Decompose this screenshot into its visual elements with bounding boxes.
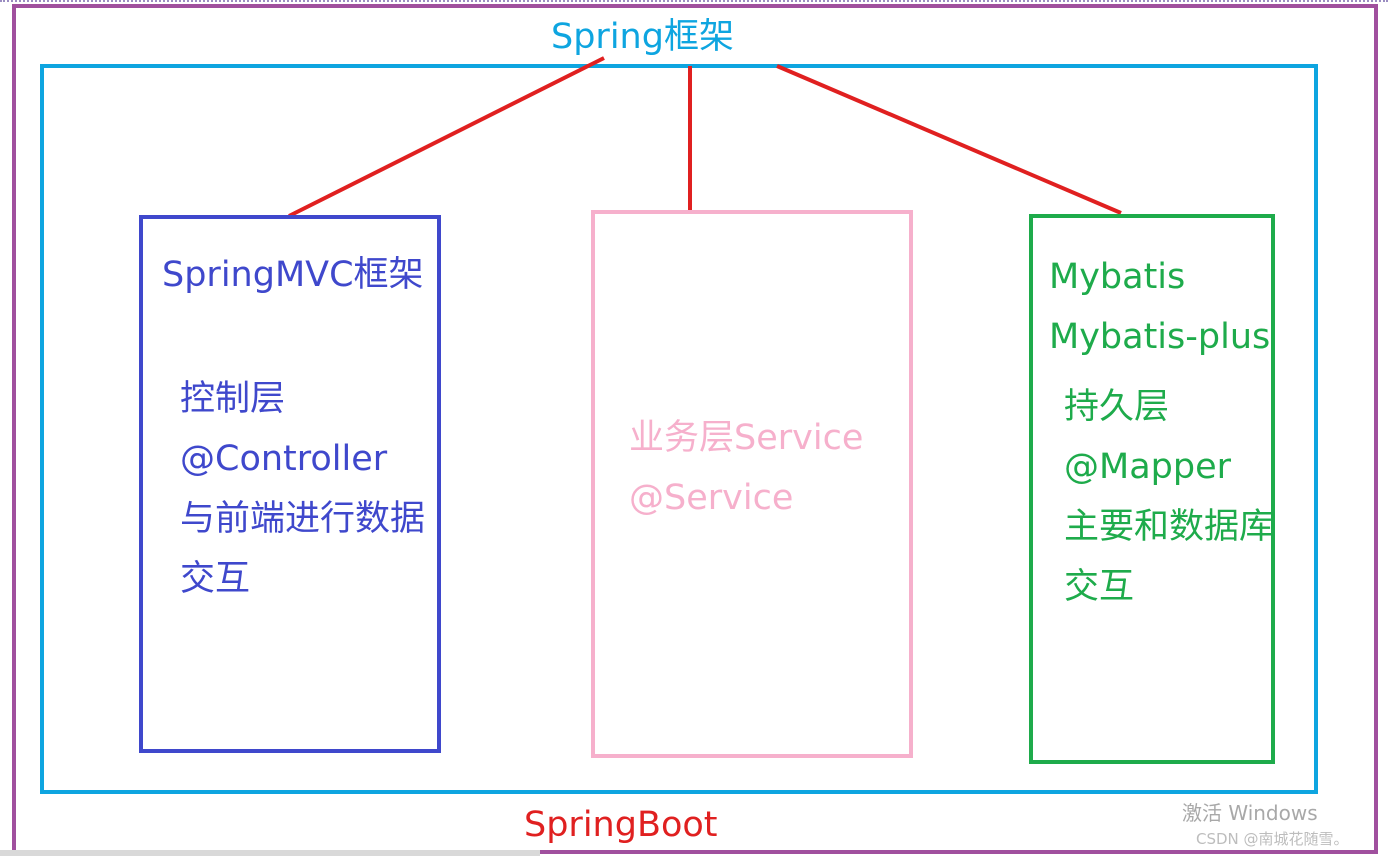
service-box — [591, 210, 913, 758]
mvc-line-description: 与前端进行数据 — [180, 499, 426, 539]
springboot-label: SpringBoot — [524, 805, 718, 845]
mvc-line-annotation: @Controller — [180, 439, 388, 479]
springmvc-title: SpringMVC框架 — [162, 255, 424, 295]
mybatis-line-description-cont: 交互 — [1064, 567, 1135, 607]
connector-line-mybatis — [776, 64, 1122, 215]
springmvc-box — [139, 215, 441, 753]
mvc-line-description-cont: 交互 — [180, 559, 251, 599]
mybatis-title: Mybatis — [1049, 257, 1186, 297]
mybatis-line-layer: 持久层 — [1064, 387, 1170, 427]
spring-framework-label: Spring框架 — [551, 17, 734, 57]
service-line-annotation: @Service — [629, 478, 794, 518]
top-dotted-border — [0, 0, 1388, 2]
mybatis-box — [1029, 214, 1275, 764]
mybatis-line-annotation: @Mapper — [1064, 447, 1232, 487]
mybatis-plus-title: Mybatis-plus — [1049, 317, 1271, 357]
mvc-line-layer: 控制层 — [180, 379, 286, 419]
service-line-layer: 业务层Service — [629, 418, 864, 458]
mybatis-line-description: 主要和数据库 — [1064, 507, 1275, 547]
connector-line-mvc — [288, 56, 605, 218]
spring-frame — [40, 64, 1318, 794]
csdn-watermark: CSDN @南城花随雪。 — [1196, 830, 1349, 848]
springboot-frame — [12, 4, 1378, 854]
activate-windows-watermark: 激活 Windows — [1182, 801, 1318, 825]
horizontal-scrollbar[interactable] — [0, 850, 540, 856]
